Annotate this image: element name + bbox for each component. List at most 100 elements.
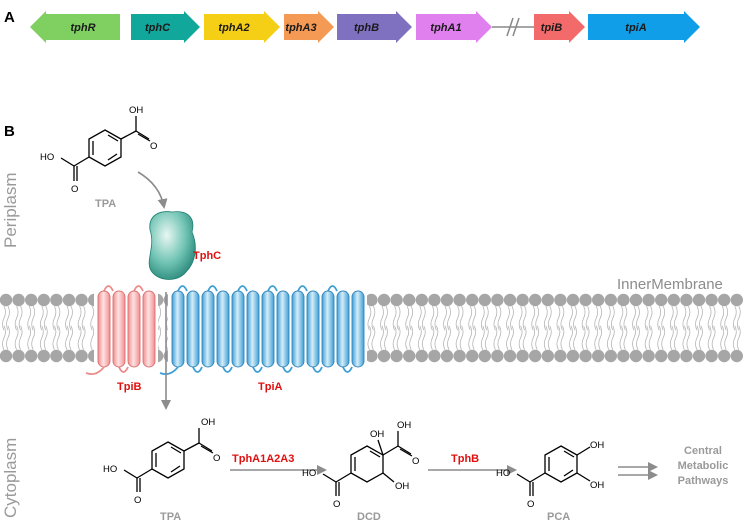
lipid-head xyxy=(25,293,38,307)
tpiA-helices-helix xyxy=(306,290,320,368)
break-mark-1 xyxy=(506,17,514,37)
tpiB-helices-helix xyxy=(97,290,111,368)
dcd-oh-1: OH xyxy=(370,429,384,440)
lipid-head xyxy=(50,293,63,307)
tphC-protein xyxy=(148,211,196,280)
gene-label-tphA2: tphA2 xyxy=(218,22,249,34)
tpa-periplasm-structure: OH O HO O xyxy=(40,105,157,195)
lipid-head xyxy=(37,349,50,363)
tpa-periplasm-ho: HO xyxy=(40,152,54,163)
gene-label-tphA3: tphA3 xyxy=(285,22,316,34)
dcd-structure: OH OH O OH HO O xyxy=(302,420,419,510)
dcd-o: O xyxy=(412,456,419,467)
lipid-head xyxy=(554,293,567,307)
tpiB-helices-helix xyxy=(127,290,141,368)
panel-a-letter: A xyxy=(4,9,15,26)
gene-label-tpiA: tpiA xyxy=(625,22,646,34)
lipid-head xyxy=(667,349,680,363)
tpa-uptake-arrow xyxy=(137,171,168,209)
dcd-oh-3: OH xyxy=(395,481,409,492)
lipid-head xyxy=(579,349,592,363)
lipid-head xyxy=(541,293,554,307)
lipid-head xyxy=(25,349,38,363)
lipid-head xyxy=(592,349,605,363)
lipid-head xyxy=(403,293,416,307)
lipid-head xyxy=(440,349,454,363)
gene-label-tphC: tphC xyxy=(145,22,171,34)
lipid-head xyxy=(75,349,88,363)
lipid-head xyxy=(390,293,403,307)
lipid-head xyxy=(415,293,428,307)
lipid-head xyxy=(516,293,529,307)
lipid-head xyxy=(667,293,680,307)
lipid-head xyxy=(377,293,391,307)
gene-arrow-tpiB xyxy=(534,11,585,43)
lipid-head xyxy=(516,349,529,363)
tpiA-helices-helix xyxy=(351,290,365,368)
lipid-head xyxy=(579,293,592,307)
pca-oh-2: OH xyxy=(590,480,604,491)
enzyme-tphb-label: TphB xyxy=(451,453,479,465)
tpiB-protein xyxy=(85,285,158,376)
lipid-head xyxy=(12,293,25,307)
gene-label-tphA1: tphA1 xyxy=(430,22,461,34)
lipid-head xyxy=(680,293,693,307)
tpiB-label: TpiB xyxy=(117,381,141,393)
lipid-head xyxy=(503,349,517,363)
lipid-head xyxy=(12,349,25,363)
gene-label-tphR: tphR xyxy=(70,22,95,34)
lipid-head xyxy=(730,349,743,363)
tpiB-helices-helix xyxy=(112,290,126,368)
tpiA-protein xyxy=(159,285,367,376)
lipid-head xyxy=(377,349,391,363)
lipid-head xyxy=(541,349,554,363)
lipid-head xyxy=(730,293,743,307)
lipid-head xyxy=(642,293,655,307)
pca-label: PCA xyxy=(547,511,570,523)
dcd-label: DCD xyxy=(357,511,381,523)
panel-b-letter: B xyxy=(4,123,15,140)
tpa-cytoplasm-label: TPA xyxy=(160,511,181,523)
lipid-head xyxy=(478,349,491,363)
lipid-head xyxy=(0,293,13,307)
tpiA-label: TpiA xyxy=(258,381,282,393)
lipid-head xyxy=(655,349,668,363)
lipid-head xyxy=(62,349,76,363)
lipid-head xyxy=(629,293,643,307)
membrane-label: InnerMembrane xyxy=(617,276,723,293)
tpa-periplasm-oh: OH xyxy=(129,105,143,116)
lipid-head xyxy=(453,293,466,307)
lipid-head xyxy=(680,349,693,363)
tpiA-helices-helix xyxy=(321,290,335,368)
lipid-head xyxy=(390,349,403,363)
lipid-head xyxy=(37,293,50,307)
tphC-label: TphC xyxy=(193,250,221,262)
gene-arrow-tphA3 xyxy=(284,11,334,43)
enzyme-tpha-label: TphA1A2A3 xyxy=(232,453,294,465)
pca-structure: OH OH HO O xyxy=(496,440,604,510)
dcd-o-2: O xyxy=(333,499,340,510)
tpiB-helices-helix xyxy=(142,290,156,368)
tpiA-helices-helix xyxy=(231,290,245,368)
gene-arrow-tphR xyxy=(30,11,120,43)
tpiA-helices-helix xyxy=(216,290,230,368)
lipid-head xyxy=(428,349,441,363)
tpiA-helices-helix xyxy=(261,290,275,368)
lipid-head xyxy=(642,349,655,363)
pca-oh-1: OH xyxy=(590,440,604,451)
lipid-head xyxy=(428,293,441,307)
break-mark-2 xyxy=(512,17,520,37)
lipid-head xyxy=(491,293,504,307)
tpiA-helices-helix xyxy=(336,290,350,368)
lipid-head xyxy=(365,349,378,363)
lipid-head xyxy=(692,293,706,307)
gene-label-tphB: tphB xyxy=(354,22,379,34)
lipid-head xyxy=(365,293,378,307)
tpa-cytoplasm-o-2: O xyxy=(134,495,141,506)
periplasm-label: Periplasm xyxy=(1,172,20,248)
pca-ho: HO xyxy=(496,468,510,479)
lipid-head xyxy=(466,293,479,307)
tpa-periplasm-o-2: O xyxy=(71,184,78,195)
tpiA-helices-helix xyxy=(201,290,215,368)
